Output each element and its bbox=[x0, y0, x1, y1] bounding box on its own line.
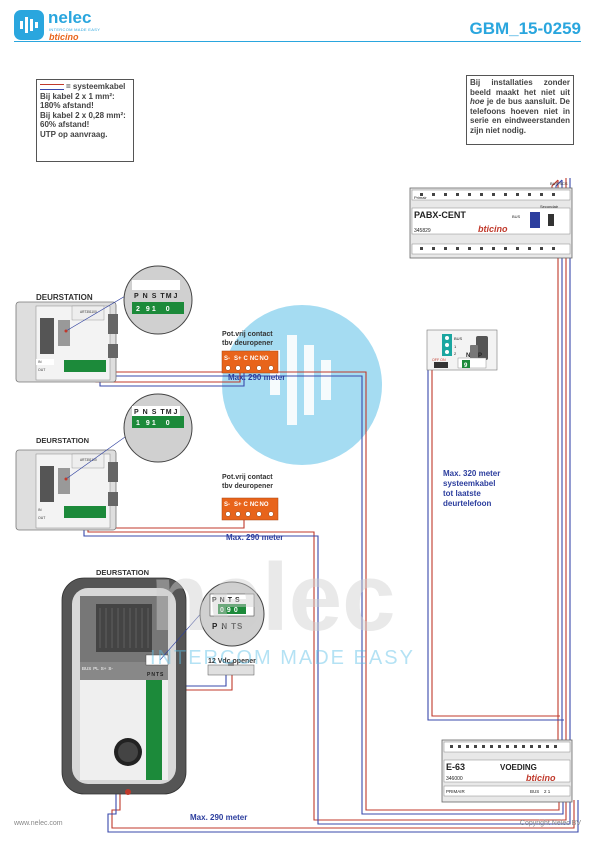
door-opener bbox=[207, 662, 255, 676]
psu-title: E-63 bbox=[446, 762, 465, 772]
svg-text:systeemkabel: systeemkabel bbox=[443, 479, 495, 488]
phone-off-on: OFF ON bbox=[432, 358, 446, 362]
note-line: Bij kabel 2 x 0,28 mm²: bbox=[40, 110, 126, 120]
door-station-1: IN OUT ART351100 bbox=[15, 291, 133, 383]
svg-text:IN: IN bbox=[38, 508, 42, 512]
footer-copyright: Copyright Nelec BV bbox=[519, 820, 581, 827]
brand-sub: bticino bbox=[49, 32, 79, 42]
station2-art: ART351100 bbox=[80, 458, 97, 462]
note-line: 180% afstand! bbox=[40, 101, 94, 110]
watermark-circle bbox=[222, 305, 382, 465]
bus-note-part2: je de bus aansluit. De telefoons hoeven … bbox=[470, 97, 570, 135]
station3-terms-right: PNTS bbox=[147, 672, 164, 678]
system-cable-legend-line bbox=[40, 83, 64, 90]
psu-code: 346000 bbox=[446, 776, 463, 782]
station2-contact-sub: tbv deuropener bbox=[222, 483, 273, 490]
note-line: Bij kabel 2 x 1 mm²: bbox=[40, 91, 115, 101]
power-supply: E-63 VOEDING 346000 bticino PRIMAIR BUS … bbox=[441, 739, 573, 803]
pabx-primary-label: Primair bbox=[414, 195, 427, 200]
station2-distance: Max. 290 meter bbox=[226, 533, 283, 542]
note-line: UTP op aanvraag. bbox=[40, 129, 108, 139]
svg-text:OUT: OUT bbox=[38, 516, 46, 520]
pabx-brand: bticino bbox=[478, 224, 508, 234]
bus-note: Bij installaties zonder beeld maakt het … bbox=[466, 75, 574, 145]
phone-n: N bbox=[466, 353, 470, 359]
svg-text:OUT: OUT bbox=[38, 368, 46, 372]
pabx-title: PABX-CENT bbox=[414, 210, 466, 220]
pabx-terminal-row-top bbox=[420, 193, 555, 196]
door-station-2: IN OUT ART351100 bbox=[15, 431, 133, 531]
watermark-word: nelec bbox=[150, 544, 395, 651]
station3-opener-label: 12 Vdc opener bbox=[208, 658, 256, 665]
psu-brand: bticino bbox=[526, 773, 556, 783]
phone-distance: Max. 320 meter systeemkabel tot laatste … bbox=[443, 469, 500, 508]
document-title: GBM_15-0259 bbox=[469, 19, 581, 38]
station3-distance: Max. 290 meter bbox=[190, 813, 247, 822]
station2-label: DEURSTATION bbox=[36, 436, 89, 445]
psu-voeding: VOEDING bbox=[500, 763, 537, 772]
phone-label-1: 1 bbox=[454, 344, 457, 349]
station3-label: DEURSTATION bbox=[96, 568, 149, 577]
svg-text:Max. 320 meter: Max. 320 meter bbox=[443, 469, 500, 478]
pabx-terminal-row-bottom bbox=[420, 247, 555, 250]
phone-value: 9 bbox=[464, 363, 468, 369]
svg-text:deurtelefoon: deurtelefoon bbox=[443, 499, 492, 508]
legend-row: = systeemkabel bbox=[40, 82, 130, 92]
speaker-grille bbox=[99, 608, 149, 648]
station1-contact-sub: tbv deuropener bbox=[222, 340, 273, 347]
phone-label-2: 2 bbox=[454, 351, 457, 356]
door-telephone: BUS 1 2 OFF ON N P 9 bbox=[426, 329, 498, 371]
psu-bus: BUS bbox=[530, 789, 539, 794]
pabx-bus-label: BUS bbox=[512, 214, 521, 219]
station1-art: ART351100 bbox=[80, 310, 97, 314]
station1-contact-title: Pot.vrij contact bbox=[222, 331, 273, 338]
nelec-logo-icon bbox=[14, 10, 44, 40]
header-rule bbox=[14, 41, 581, 42]
phone-p: P bbox=[478, 353, 482, 359]
pabx-code: 345829 bbox=[414, 228, 431, 234]
svg-text:tot laatste: tot laatste bbox=[443, 489, 481, 498]
legend-label: = systeemkabel bbox=[66, 82, 126, 91]
cable-note: = systeemkabel Bij kabel 2 x 1 mm²: 180%… bbox=[36, 79, 134, 162]
footer-website: www.nelec.com bbox=[14, 820, 63, 827]
psu-primair: PRIMAIR bbox=[446, 789, 466, 794]
station2-contact-title: Pot.vrij contact bbox=[222, 474, 273, 481]
bus-note-part1: Bij installaties zonder beeld maakt het … bbox=[470, 78, 570, 97]
pabx-secondary-label: Secondair bbox=[540, 204, 559, 209]
pabx-bus-scs-label: BUS SCS bbox=[550, 181, 568, 186]
note-line: 60% afstand! bbox=[40, 120, 90, 129]
phone-label-bus: BUS bbox=[454, 336, 463, 341]
station1-distance: Max. 290 meter bbox=[228, 373, 285, 382]
watermark-tagline: INTERCOM MADE EASY bbox=[150, 647, 415, 669]
brand-tagline: INTERCOM MADE EASY bbox=[49, 27, 101, 32]
bus-note-emphasis: hoe bbox=[470, 97, 485, 106]
psu-bus-terms: 2 1 bbox=[544, 789, 551, 794]
svg-text:IN: IN bbox=[38, 360, 42, 364]
nelec-logo: nelec INTERCOM MADE EASY bticino bbox=[14, 8, 124, 46]
pabx-central: PABX-CENT 345829 bticino Primair BUS Sec… bbox=[409, 181, 573, 259]
station1-label: DEURSTATION bbox=[36, 293, 93, 302]
brand-name: nelec bbox=[48, 8, 92, 27]
